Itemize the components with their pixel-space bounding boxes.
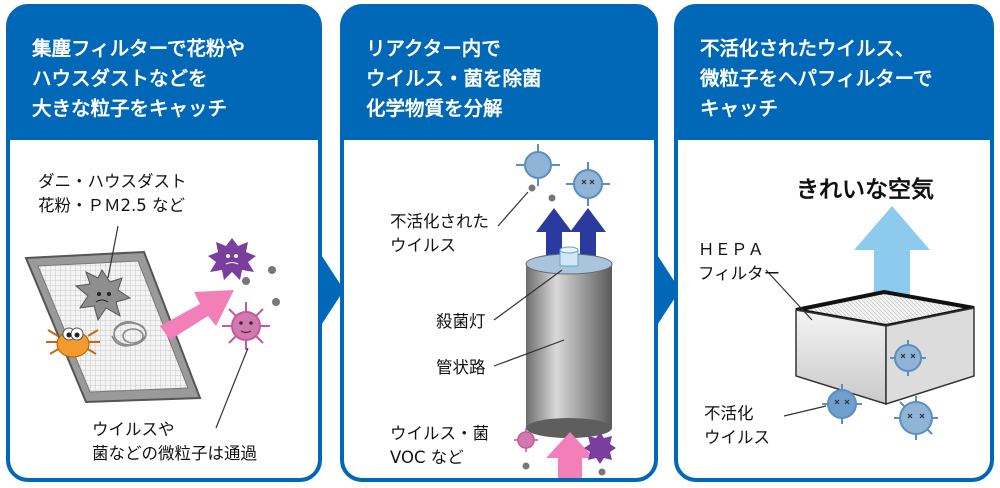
panel-title: 集塵フィルターで花粉や ハウスダストなどを 大きな粒子をキャッチ: [10, 8, 318, 140]
panel-title: 不活化されたウイルス、 微粒子をヘパフィルターで キャッチ: [678, 8, 990, 140]
title-line: ハウスダストなどを: [32, 67, 208, 90]
panel-body: きれいな空気: [678, 140, 990, 478]
virus-pink-icon: [222, 302, 270, 350]
panel-body: 不活化された ウイルス 殺菌灯 管状路 ウイルス・菌 VOC など: [344, 140, 654, 478]
title-line: 化学物質を分解: [366, 97, 503, 120]
clean-air-arrow: [536, 208, 572, 270]
panel-title: リアクター内で ウイルス・菌を除菌 化学物質を分解: [344, 8, 654, 140]
hepa-illustration: [765, 206, 975, 440]
inactivated-virus-label: 不活化された ウイルス: [390, 212, 489, 255]
hepa-filter-side: [885, 307, 975, 406]
panel-hepa: 不活化されたウイルス、 微粒子をヘパフィルターで キャッチ きれいな空気: [674, 4, 994, 482]
title-line: リアクター内で: [366, 37, 501, 60]
uv-lamp-label: 殺菌灯: [436, 312, 486, 331]
airflow-arrow: [160, 290, 234, 340]
virus-purple-icon: [584, 432, 616, 464]
step-arrow-2: [654, 250, 680, 330]
virus-purple-icon: [208, 238, 256, 280]
virus-pink-icon: [514, 428, 538, 452]
tube-body: [526, 264, 612, 428]
tube-label: 管状路: [436, 358, 486, 377]
panel-body: ダニ・ハウスダスト 花粉・ＰＭ2.5 など: [10, 140, 318, 478]
pass-label: ウイルスや 菌などの微粒子は通過: [92, 420, 257, 463]
inactivated-virus-label: 不活化 ウイルス: [704, 404, 770, 447]
title-line: ウイルス・菌を除菌: [366, 67, 542, 90]
clean-air-arrow: [854, 206, 930, 302]
virus-inactivated-icon: [890, 340, 926, 376]
input-particles-label: ウイルス・菌 VOC など: [390, 424, 489, 467]
title-line: 不活化されたウイルス、: [700, 37, 915, 60]
title-line: キャッチ: [700, 97, 779, 120]
virus-inactivated-icon: [894, 396, 938, 440]
house-dust-icon: [74, 269, 132, 322]
virus-inactivated-icon: [566, 162, 610, 206]
virus-inactivated-icon: [822, 384, 862, 424]
prefilter-illustration: [24, 225, 280, 429]
virus-inactivated-icon: [516, 144, 560, 186]
clean-air-label: きれいな空気: [796, 177, 934, 203]
panel-reactor: リアクター内で ウイルス・菌を除菌 化学物質を分解: [340, 4, 658, 482]
reactor-illustration: [493, 144, 616, 478]
title-line: 微粒子をヘパフィルターで: [700, 67, 933, 90]
fiber-icon: [111, 321, 147, 347]
dust-label: ダニ・ハウスダスト 花粉・ＰＭ2.5 など: [38, 172, 187, 215]
step-arrow-1: [318, 250, 344, 330]
title-line: 集塵フィルターで花粉や: [32, 37, 245, 60]
hepa-filter-label: ＨＥＰＡ フィルター: [698, 240, 781, 283]
clean-air-arrow: [570, 208, 606, 270]
airflow-arrow: [546, 432, 594, 478]
title-line: 大きな粒子をキャッチ: [32, 97, 228, 120]
panel-prefilter: 集塵フィルターで花粉や ハウスダストなどを 大きな粒子をキャッチ ダニ・ハウスダ…: [6, 4, 322, 482]
mite-icon: [46, 327, 100, 358]
